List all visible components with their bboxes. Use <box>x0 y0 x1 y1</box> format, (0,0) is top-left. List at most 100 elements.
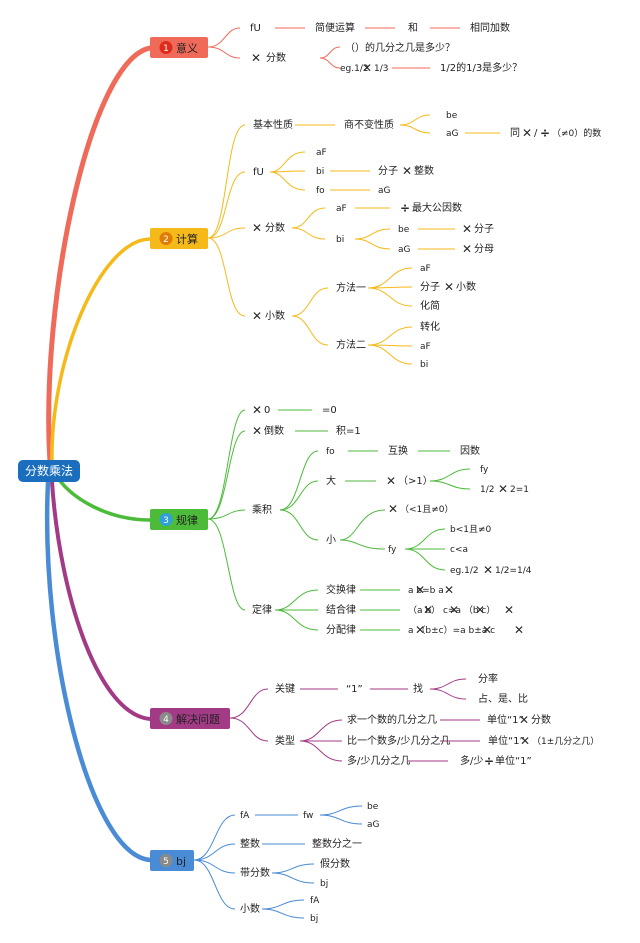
ne0: （≠0）的数 <box>552 127 601 139</box>
jisuan-be2: be <box>398 225 410 235</box>
tong: 同 <box>510 127 520 139</box>
jiben-xingzhi: 基本性质 <box>253 118 293 131</box>
guilv-fy2: fy <box>388 545 397 555</box>
multiply-icon: ✕ <box>504 603 514 617</box>
root-node[interactable]: 分数乘法 <box>18 460 80 482</box>
guilv-x0: 0 <box>264 405 270 416</box>
multiply-icon: ✕ <box>498 482 508 496</box>
multiply-icon: ✕ <box>444 583 454 597</box>
fenlv: 分率 <box>478 672 498 685</box>
main-branches <box>44 45 153 863</box>
multiply-icon: ✕ <box>402 164 412 178</box>
slash: / <box>534 128 538 139</box>
branch-jisuan: 2 计算 <box>150 111 601 370</box>
jiehelv: 结合律 <box>326 603 356 616</box>
daifenshu: 带分数 <box>240 866 270 879</box>
fenzi-3: 分子 <box>420 281 440 293</box>
jianbian-yunsuan: 简便运算 <box>315 21 355 34</box>
multiply-icon: ✕ <box>386 474 396 488</box>
fenzi: 分子 <box>378 165 398 177</box>
unit-one: “1” <box>346 684 363 695</box>
half2-b: 2=1 <box>510 485 529 495</box>
xiao: 小 <box>326 534 336 546</box>
multiply-icon: ✕ <box>252 403 262 417</box>
cheng-fenshu-2: 分数 <box>265 221 285 234</box>
yiyi-question: （）的几分之几是多少？ <box>345 41 455 54</box>
guilv-label: 规律 <box>176 513 198 527</box>
multiply-icon: ✕ <box>462 222 472 236</box>
bj-zhengshu: 整数 <box>240 837 260 850</box>
num-4: 4 <box>163 715 169 725</box>
multiply-icon: ✕ <box>415 623 425 637</box>
multiply-icon: ✕ <box>522 126 532 140</box>
chengji: 乘积 <box>252 504 272 516</box>
jisuan-bi3: bi <box>420 360 428 370</box>
multiply-icon: ✕ <box>252 309 262 323</box>
leixing: 类型 <box>275 734 295 747</box>
zhengshu-fenzhiyi: 整数分之一 <box>312 837 362 850</box>
trunk-bj <box>44 479 153 863</box>
fenpeilv: 分配律 <box>326 623 356 636</box>
dinglv: 定律 <box>252 603 272 616</box>
multiply-icon: ✕ <box>252 221 262 235</box>
c-lt-a: c<a <box>450 545 468 555</box>
yiyi-eg-b: 1/3 <box>374 64 388 74</box>
jisuan-aF: aF <box>316 148 327 158</box>
cheng-daoshu: 倒数 <box>264 424 284 437</box>
multiply-icon: ✕ <box>519 713 529 727</box>
multiply-icon: ✕ <box>462 242 472 256</box>
shang-bubian: 商不变性质 <box>344 118 394 131</box>
jiaohuanlv-formula: a b=b a <box>408 586 444 596</box>
gt1: （>1） <box>398 475 433 487</box>
trunk-jiejue <box>50 480 152 721</box>
branch-yiyi: 1 意义 fU 简便运算 和 相同加数 ✕ 分数 （）的几分之几是多少？ eg.… <box>150 21 522 75</box>
branch-guilv: 3 规律 ✕ <box>150 403 532 637</box>
fangfa-1: 方法一 <box>336 281 366 294</box>
branch-bj: 5 bj fA fw be aG 整数 整数分之一 带分数 假分数 bj 小数 … <box>150 802 380 924</box>
cheng-fenshu: 分数 <box>266 51 286 64</box>
multiply-icon: ✕ <box>388 502 398 516</box>
yiyi-fU: fU <box>250 23 261 34</box>
type-3: 多/少几分之几 <box>347 754 410 767</box>
multiply-icon: ✕ <box>251 51 261 65</box>
multiply-icon: ✕ <box>362 61 372 75</box>
jisuan-aF3: aF <box>420 264 431 274</box>
num-badge-3 <box>159 513 173 526</box>
bj-xiaoshu: 小数 <box>240 902 260 915</box>
multiply-icon: ✕ <box>483 563 493 577</box>
b-lt-1: b<1且≠0 <box>450 524 492 535</box>
jisuan-aF2: aF <box>336 204 347 214</box>
huajian: 化简 <box>420 299 440 312</box>
guanjian: 关键 <box>275 682 295 695</box>
guilv-eg-b: 1/2=1/4 <box>495 566 532 576</box>
multiply-icon: ✕ <box>449 603 459 617</box>
zhuanhua: 转化 <box>420 320 440 333</box>
num-badge-1 <box>159 41 173 54</box>
jisuan-fo: fo <box>316 186 325 196</box>
branch-jiejue-node[interactable] <box>150 708 230 729</box>
type-2-b: （1±几分之几） <box>532 735 599 747</box>
bj-fA: fA <box>240 811 250 821</box>
type-3-b: 单位“1” <box>495 754 532 767</box>
jiehelv-formula: （a b） c=a （b c） <box>408 605 495 616</box>
cheng-xiaoshu: 小数 <box>265 309 285 322</box>
multiply-icon: ✕ <box>520 734 530 748</box>
da: 大 <box>326 474 336 487</box>
half2-a: 1/2 <box>480 485 494 495</box>
yiyi-eg-question: 1/2的1/3是多少？ <box>440 61 522 74</box>
jisuan-bi2: bi <box>336 235 344 245</box>
guilv-fy: fy <box>480 465 489 475</box>
he: 和 <box>408 22 418 34</box>
zhao: 找 <box>413 682 423 695</box>
bj-be: be <box>367 802 379 812</box>
type-1-a: 单位“1” <box>487 713 524 726</box>
bj-fA2: fA <box>310 896 320 906</box>
huhuan: 互换 <box>388 444 408 457</box>
multiply-icon: ✕ <box>444 280 454 294</box>
zhengshu: 整数 <box>414 164 434 177</box>
multiply-icon: ✕ <box>514 623 524 637</box>
num-badge-4 <box>159 712 173 725</box>
type-1-b: 分数 <box>531 713 551 726</box>
type-2-a: 单位“1” <box>488 734 525 747</box>
